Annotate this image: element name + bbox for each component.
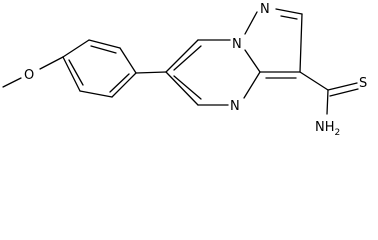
bond-thioamide-sulfur-1 [327, 82, 358, 91]
atom-label-amide-nitrogen: NH2 [315, 120, 340, 138]
atom-label-methoxy-oxygen: O [24, 68, 34, 83]
atom-label-nitrogen-top: N [260, 2, 270, 17]
bond-phenyl-pyrimidine [135, 71, 167, 74]
atom-label-nitrogen-bottom: N [230, 99, 240, 114]
molecule-diagram: O N N N S NH2 [2, 2, 367, 138]
bond-oxygen-phenyl [39, 56, 64, 70]
bond-thioamide-nitrogen [326, 89, 329, 115]
atom-label-nitrogen-bridge: N [232, 37, 242, 52]
bond-thioamide-sulfur-2 [329, 88, 359, 97]
atom-label-sulfur: S [359, 76, 367, 91]
phenyl-ring [62, 39, 137, 98]
bond-methyl-oxygen [2, 77, 22, 88]
pyrazole-ring [244, 8, 303, 79]
amide-nh: NH [315, 120, 335, 135]
bond-ring-thioamide [299, 71, 329, 91]
amide-subscript: 2 [335, 128, 341, 138]
molecule-structure: O N N N S NH2 [2, 2, 367, 138]
pyrimidine-ring [165, 39, 261, 106]
